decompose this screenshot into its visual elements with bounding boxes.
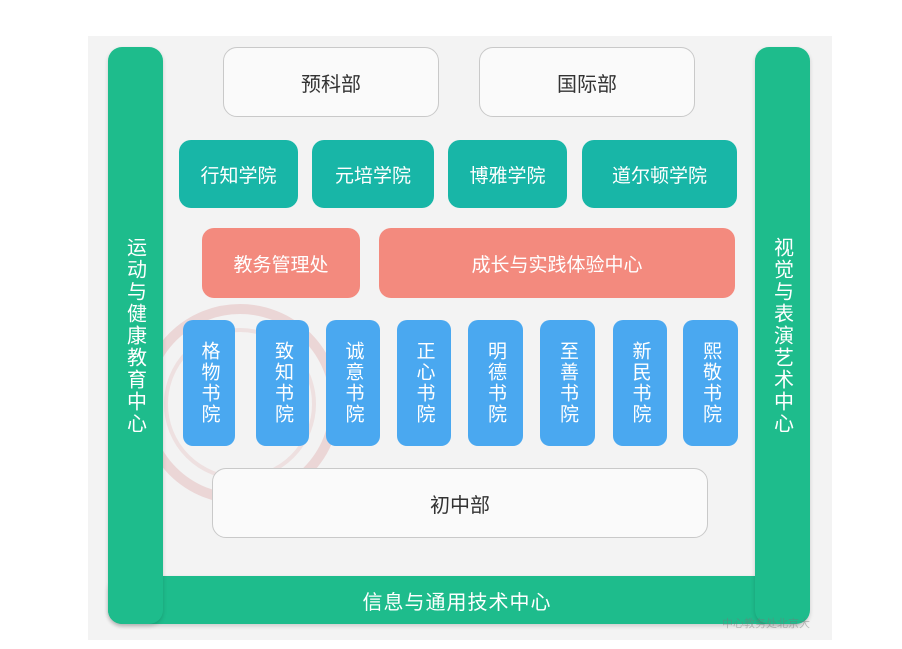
preparatory-department: 预科部 (223, 47, 439, 117)
academy-label: 明德书院 (485, 341, 507, 425)
sports-health-center-label: 运动与健康教育中心 (123, 236, 148, 435)
academy-label: 格物书院 (198, 341, 221, 425)
academic-affairs-office: 教务管理处 (202, 228, 360, 298)
college-yuanpei: 元培学院 (312, 140, 434, 208)
growth-practice-label: 成长与实践体验中心 (471, 253, 643, 276)
college-label: 道尔顿学院 (611, 164, 707, 187)
academy-xijing: 熙敬书院 (683, 320, 738, 446)
visual-performing-arts-pillar: 视觉与表演艺术中心 (755, 47, 810, 624)
college-xingzhi: 行知学院 (179, 140, 298, 208)
academy-label: 致知书院 (272, 341, 294, 425)
growth-practice-center: 成长与实践体验中心 (379, 228, 735, 298)
academy-mingde: 明德书院 (468, 320, 523, 446)
college-dalton: 道尔顿学院 (582, 140, 737, 208)
college-label: 博雅学院 (469, 164, 546, 187)
academy-label: 诚意书院 (342, 341, 365, 425)
image-watermark: 中心教务处北京大 (722, 617, 810, 630)
visual-performing-arts-label: 视觉与表演艺术中心 (770, 236, 795, 435)
academy-label: 新民书院 (629, 341, 652, 425)
preparatory-department-label: 预科部 (301, 71, 361, 96)
academy-label: 至善书院 (557, 341, 579, 425)
academy-label: 正心书院 (413, 341, 436, 425)
international-department: 国际部 (479, 47, 695, 117)
academy-chengyi: 诚意书院 (326, 320, 380, 446)
college-label: 行知学院 (200, 164, 277, 187)
it-center-label: 信息与通用技术中心 (362, 589, 552, 614)
academy-xinmin: 新民书院 (613, 320, 667, 446)
college-boya: 博雅学院 (448, 140, 567, 208)
international-department-label: 国际部 (557, 71, 617, 96)
college-label: 元培学院 (334, 164, 411, 187)
academy-zhishan: 至善书院 (540, 320, 595, 446)
junior-high-department: 初中部 (212, 468, 708, 538)
academy-zhengxin: 正心书院 (397, 320, 451, 446)
academy-zhizhi: 致知书院 (256, 320, 309, 446)
org-chart-canvas: 预科部 国际部 行知学院 元培学院 博雅学院 道尔顿学院 教务管理处 成长与实践… (88, 36, 832, 640)
academy-label: 熙敬书院 (700, 341, 722, 425)
sports-health-center-pillar: 运动与健康教育中心 (108, 47, 163, 624)
academy-gewu: 格物书院 (183, 320, 235, 446)
it-center-bar: 信息与通用技术中心 (108, 576, 806, 624)
junior-high-label: 初中部 (430, 492, 490, 517)
academic-affairs-label: 教务管理处 (233, 253, 329, 276)
